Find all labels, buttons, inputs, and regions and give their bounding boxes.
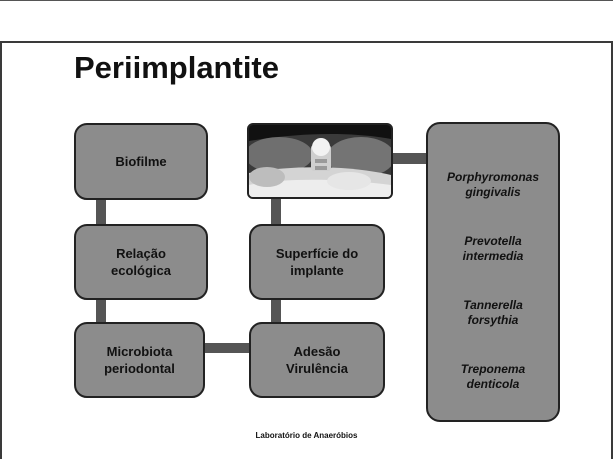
title-divider (0, 41, 613, 43)
top-border (0, 0, 613, 1)
box-adesao-virulencia-label: Adesão Virulência (286, 344, 348, 376)
box-biofilme: Biofilme (74, 123, 208, 200)
connector-biofilme-relacao (96, 199, 106, 225)
box-relacao-ecologica: Relação ecológica (74, 224, 208, 300)
box-microbiota-periodontal-label: Microbiota periodontal (104, 344, 175, 376)
box-biofilme-label: Biofilme (115, 154, 167, 169)
box-microbiota-periodontal: Microbiota periodontal (74, 322, 205, 398)
implant-photo (247, 123, 393, 199)
connector-photo-bacteria (393, 153, 426, 164)
connector-relacao-microbiota (96, 299, 106, 323)
bacteria-porphyromonas: Porphyromonas gingivalis (446, 170, 539, 199)
box-superficie-implante-label: Superfície do implante (275, 246, 359, 278)
bacteria-treponema: Treponema denticola (460, 362, 526, 391)
implant-photo-image (249, 125, 391, 197)
box-superficie-implante: Superfície do implante (249, 224, 385, 300)
connector-superficie-photo (271, 199, 281, 225)
connector-microbiota-adesao (204, 343, 250, 353)
footer-text: Laboratório de Anaeróbios (255, 431, 358, 440)
slide-title: Periimplantite (74, 50, 279, 85)
right-border (611, 42, 613, 459)
bacteria-box: Porphyromonas gingivalis Prevotella inte… (426, 122, 560, 422)
left-border (0, 42, 2, 459)
connector-adesao-superficie (271, 299, 281, 323)
box-relacao-ecologica-label: Relação ecológica (111, 246, 171, 278)
box-adesao-virulencia: Adesão Virulência (249, 322, 385, 398)
bacteria-tannerella: Tannerella forsythia (463, 298, 523, 327)
bacteria-prevotella: Prevotella intermedia (462, 234, 524, 263)
